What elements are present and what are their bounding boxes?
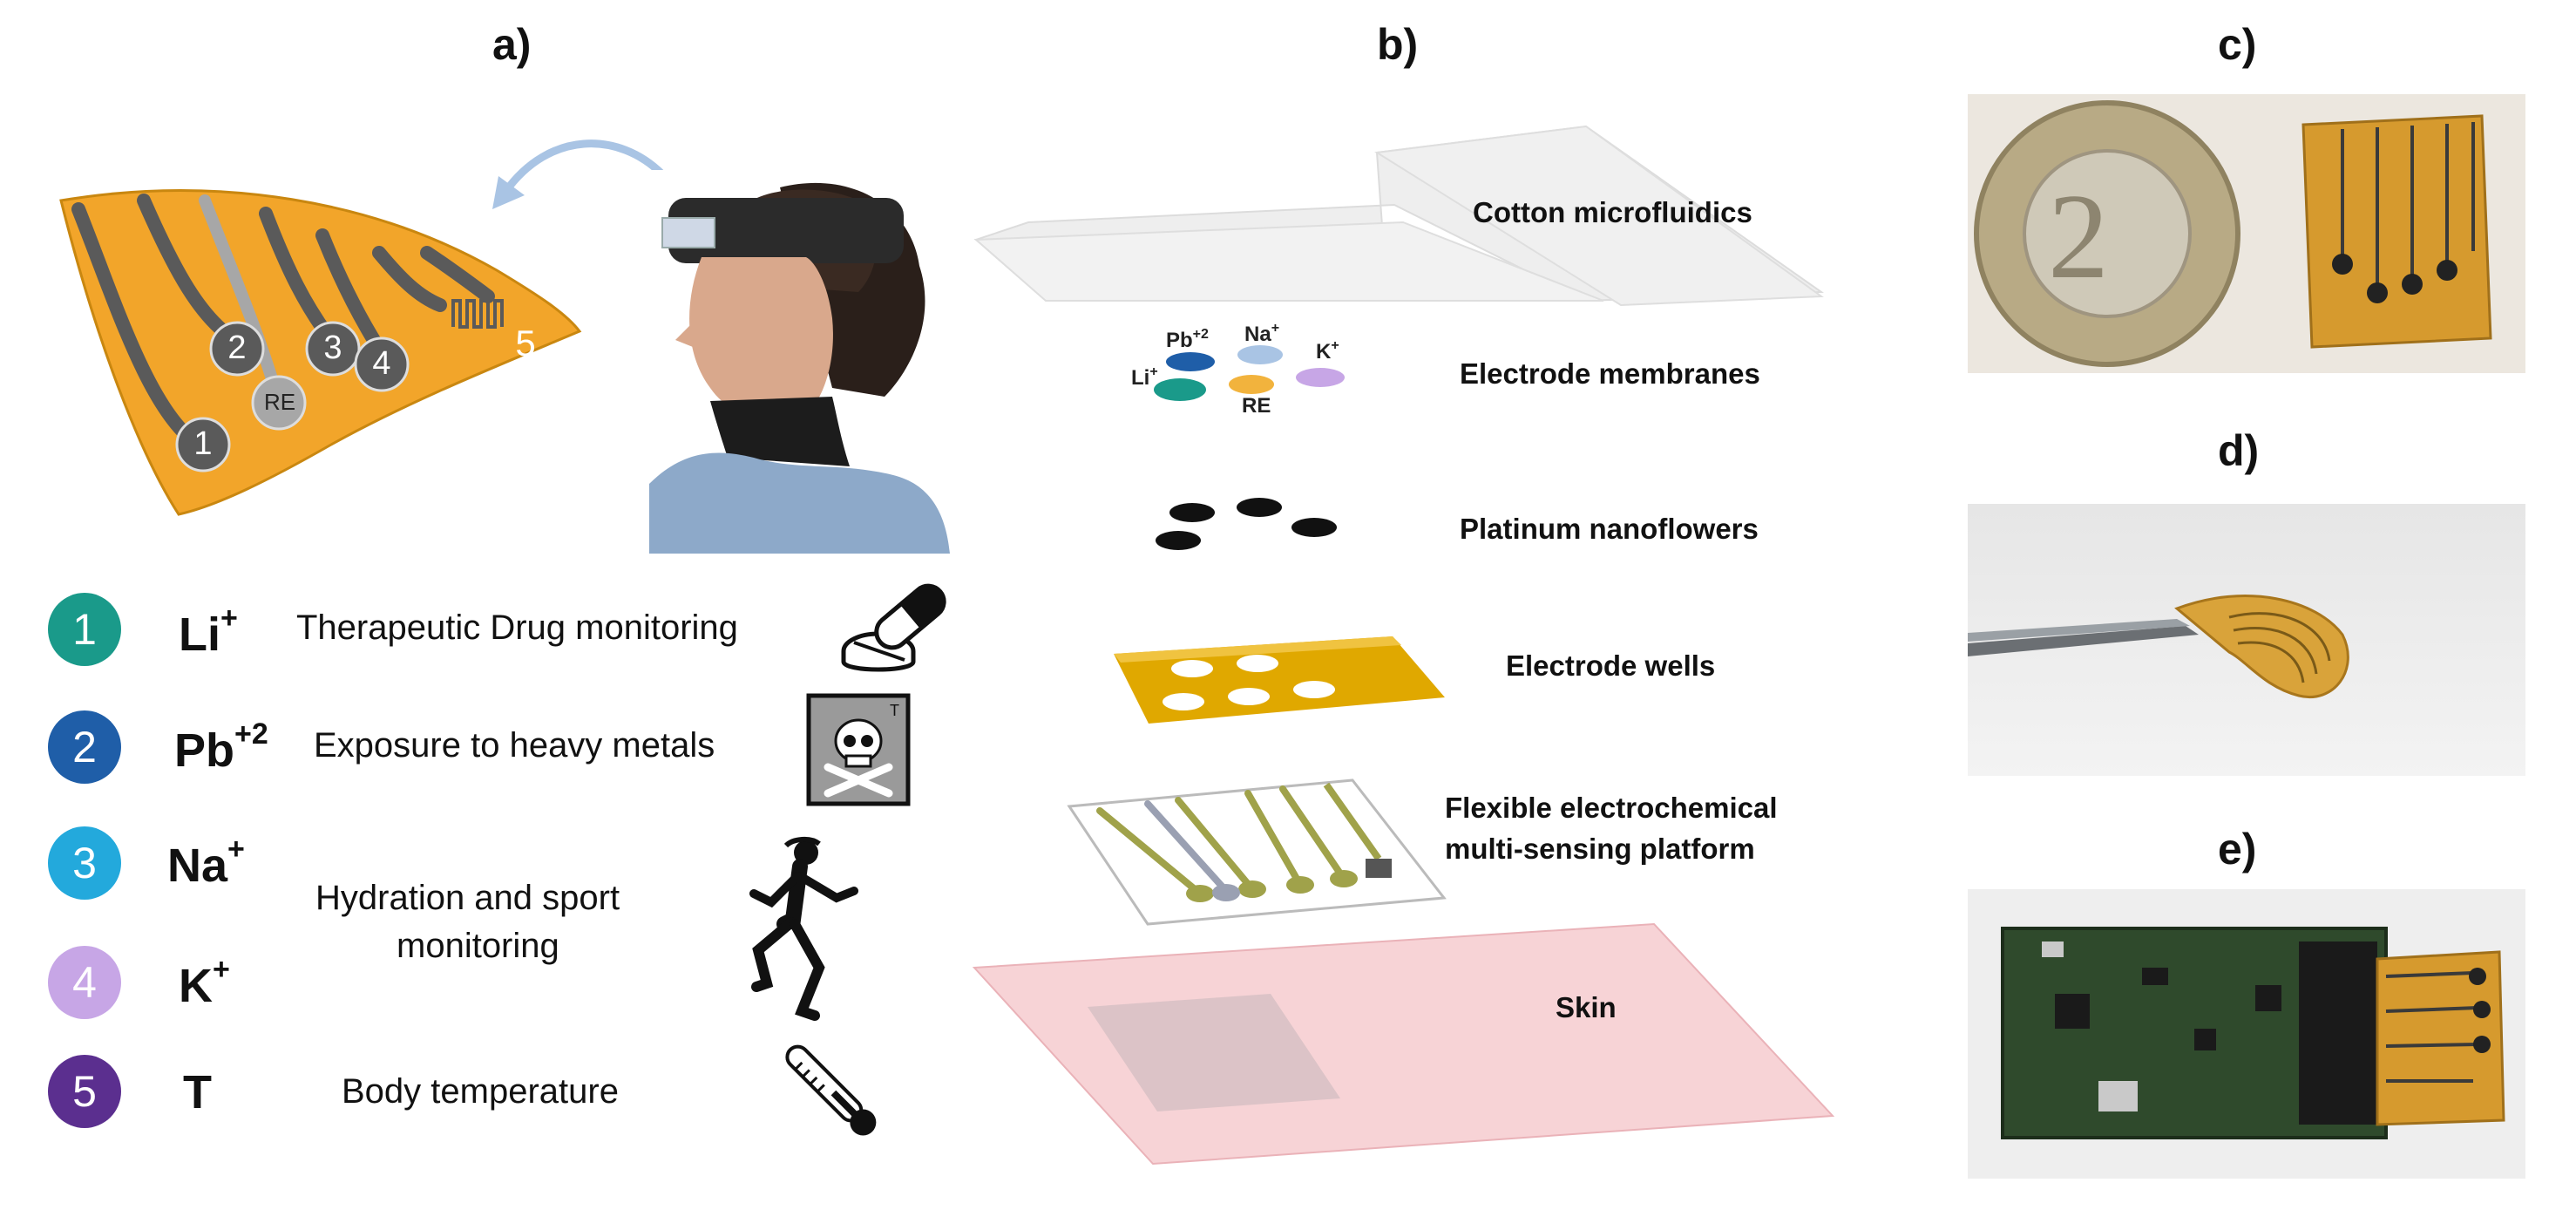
panel-label-a: a) xyxy=(492,20,532,69)
analyte-ion-k: K+ xyxy=(179,953,230,1013)
layer-label-skin: Skin xyxy=(1556,991,1617,1023)
skin-layer xyxy=(972,922,1835,1166)
hydration-description-line1: Hydration and sport xyxy=(315,879,620,917)
electrode-number-2: 2 xyxy=(227,330,247,366)
runner-icon xyxy=(749,837,858,1021)
analyte-number-3: 3 xyxy=(48,826,121,900)
electrode-number-5: 5 xyxy=(515,323,536,364)
analyte-number-1: 1 xyxy=(48,593,121,666)
platinum-nanoflowers xyxy=(1156,498,1337,550)
analyte-number-4: 4 xyxy=(48,946,121,1019)
membrane-label-li-symbol: Li xyxy=(1131,366,1150,390)
layer-label-platform-line1: Flexible electrochemical xyxy=(1445,792,1778,824)
analyte-ion-na: Na+ xyxy=(167,833,245,893)
membrane-label-k: K+ xyxy=(1316,338,1339,364)
analyte-ion-k-symbol: K xyxy=(179,960,213,1012)
membrane-label-na-charge: + xyxy=(1271,321,1280,336)
analyte-number-5: 5 xyxy=(48,1055,121,1128)
analyte-ion-pb-charge: +2 xyxy=(234,717,268,751)
analyte-ion-na-symbol: Na xyxy=(167,840,228,892)
panel-label-d: d) xyxy=(2218,426,2260,475)
analyte-ion-pb: Pb+2 xyxy=(174,717,268,778)
skull-crossbones-icon: T xyxy=(806,693,911,806)
layer-label-wells: Electrode wells xyxy=(1506,649,1716,682)
reference-electrode-label: RE xyxy=(263,389,296,415)
analyte-ion-li: Li+ xyxy=(179,602,238,662)
pill-icon xyxy=(841,583,946,672)
sensor-patch xyxy=(59,189,582,516)
membrane-label-na-symbol: Na xyxy=(1244,323,1271,346)
electrode-wells-layer xyxy=(1114,636,1445,724)
thermometer-icon xyxy=(785,1044,877,1136)
membrane-label-re: RE xyxy=(1242,394,1271,418)
membrane-label-na: Na+ xyxy=(1244,321,1279,347)
panel-label-c: c) xyxy=(2218,20,2257,69)
curved-arrow-icon xyxy=(492,139,666,209)
layer-label-platform-line2: multi-sensing platform xyxy=(1445,833,1755,865)
analyte-ion-t: T xyxy=(183,1065,212,1119)
cotton-microfluidics-layer xyxy=(973,125,1825,307)
membrane-label-li-charge: + xyxy=(1149,364,1158,379)
flexible-platform-layer xyxy=(1067,778,1447,926)
membrane-label-pb: Pb+2 xyxy=(1166,327,1209,353)
analyte-ion-li-symbol: Li xyxy=(179,608,220,661)
analyte-ion-k-charge: + xyxy=(213,953,230,986)
analyte-ion-na-charge: + xyxy=(227,833,245,866)
membrane-label-li: Li+ xyxy=(1131,364,1158,391)
electrode-number-1: 1 xyxy=(193,425,213,462)
panel-label-e: e) xyxy=(2218,825,2257,874)
analyte-ion-li-charge: + xyxy=(220,602,238,635)
membrane-label-k-charge: + xyxy=(1331,338,1339,353)
analyte-number-2: 2 xyxy=(48,710,121,784)
panel-label-b: b) xyxy=(1377,20,1419,69)
headband-photo xyxy=(649,170,950,554)
electrode-number-3: 3 xyxy=(323,330,342,366)
analyte-description-1: Therapeutic Drug monitoring xyxy=(296,608,738,647)
membrane-label-pb-symbol: Pb xyxy=(1166,329,1193,352)
svg-text:2: 2 xyxy=(2048,169,2109,304)
analyte-description-2: Exposure to heavy metals xyxy=(314,726,715,765)
svg-text:T: T xyxy=(890,702,899,719)
analyte-ion-pb-symbol: Pb xyxy=(174,724,235,777)
layer-label-cotton: Cotton microfluidics xyxy=(1473,196,1752,228)
electrode-membranes xyxy=(1154,345,1345,401)
analyte-ion-t-symbol: T xyxy=(183,1066,212,1118)
coin-comparison-photo: 2 xyxy=(1968,94,2525,373)
bent-patch-photo xyxy=(1968,504,2525,776)
layer-label-nanoflowers: Platinum nanoflowers xyxy=(1460,513,1759,545)
electronics-board-photo xyxy=(1968,889,2525,1179)
membrane-label-pb-charge: +2 xyxy=(1192,327,1209,342)
layer-label-membranes: Electrode membranes xyxy=(1460,357,1760,390)
membrane-label-k-symbol: K xyxy=(1316,340,1332,364)
analyte-description-5: Body temperature xyxy=(342,1072,619,1111)
hydration-description-line2: monitoring xyxy=(397,927,559,965)
electrode-number-4: 4 xyxy=(372,345,391,382)
